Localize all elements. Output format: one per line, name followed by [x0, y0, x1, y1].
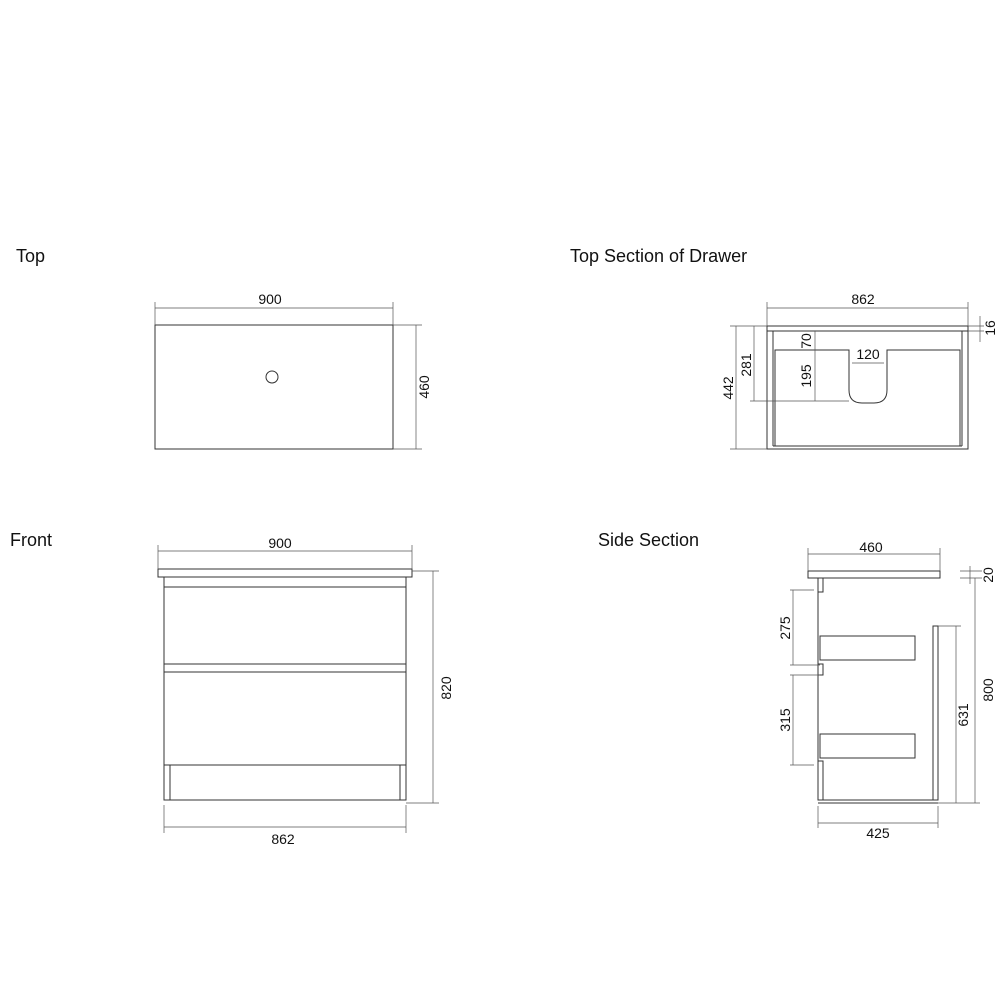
dim-line: [938, 578, 980, 804]
dim-front-top-width: 900: [268, 535, 292, 551]
dim-back-height: 631: [955, 703, 971, 727]
drawer-outline: [766, 325, 969, 450]
dim-line: [730, 325, 767, 450]
front-view: Front 900 820 862: [10, 530, 454, 847]
drawer-section-view: Top Section of Drawer 862 442 281 70 195…: [570, 246, 998, 450]
dim-cutout-depth: 281: [738, 353, 754, 377]
dim-line: [817, 806, 939, 828]
front-view-title: Front: [10, 530, 52, 550]
side-rails: [818, 577, 824, 800]
dim-cutout-length: 195: [798, 364, 814, 388]
dim-line: [766, 302, 969, 326]
dim-side-body-depth: 425: [866, 825, 890, 841]
drawer-box-1: [819, 635, 916, 661]
drawer-front-2: [163, 671, 407, 766]
dim-front-offset: 70: [798, 333, 814, 349]
dim-line: [807, 548, 941, 571]
side-countertop: [807, 570, 941, 579]
drawer-front-1: [163, 586, 407, 665]
dim-drawer-depth: 442: [720, 376, 736, 400]
dim-front-height: 820: [438, 676, 454, 700]
dim-line: [968, 316, 984, 342]
dim-line: [406, 570, 439, 804]
side-carcass: [817, 578, 939, 804]
dim-drawer-2: 315: [777, 708, 793, 732]
dim-line: [163, 805, 407, 833]
dim-line: [750, 326, 849, 402]
plinth: [169, 765, 401, 800]
side-section-title: Side Section: [598, 530, 699, 550]
top-outline: [154, 324, 394, 450]
dim-top-width: 900: [258, 291, 282, 307]
dim-drawer-1: 275: [777, 616, 793, 640]
drawer-inner: [767, 330, 968, 447]
drawer-cutout: [774, 349, 961, 446]
countertop: [157, 568, 413, 578]
dim-cutout-width: 120: [856, 346, 880, 362]
dim-line: [157, 545, 413, 569]
drawer-section-title: Top Section of Drawer: [570, 246, 747, 266]
side-section-view: Side Section 460 20 275 315 631 800 425: [598, 530, 996, 841]
dim-top-depth: 460: [416, 375, 432, 399]
cabinet-body: [163, 576, 407, 801]
dim-side-top-depth: 460: [859, 539, 883, 555]
tap-hole: [265, 370, 279, 384]
dim-drawer-width: 862: [851, 291, 875, 307]
dim-line: [393, 324, 422, 450]
dim-front-body-width: 862: [271, 831, 295, 847]
dim-line: [154, 302, 394, 325]
dim-line: [790, 589, 820, 766]
dim-line: [938, 625, 961, 803]
dim-side-body-height: 800: [980, 678, 996, 702]
top-view-title: Top: [16, 246, 45, 266]
dim-panel: 16: [982, 320, 998, 336]
dim-line: [960, 566, 982, 584]
top-view: Top 900 460: [16, 246, 432, 450]
dim-side-top-thickness: 20: [980, 567, 996, 583]
drawer-box-2: [819, 733, 916, 759]
